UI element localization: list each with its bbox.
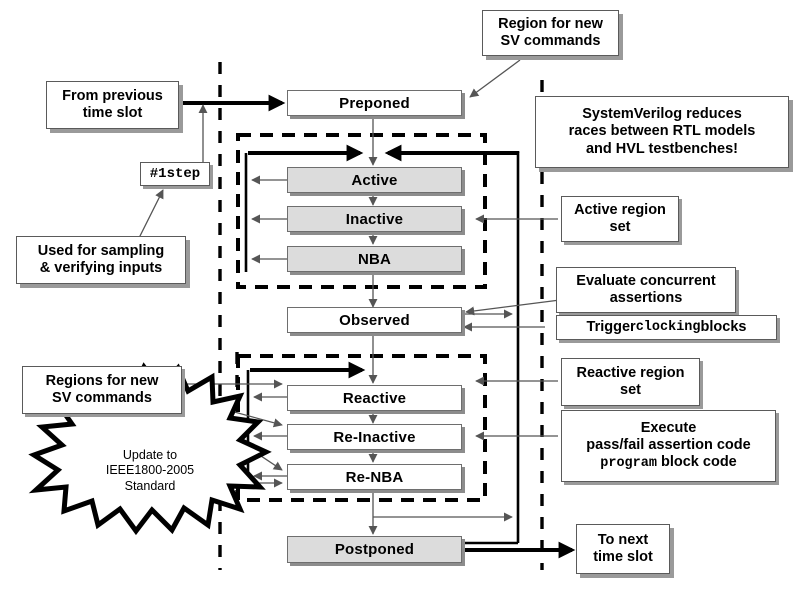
terminal-previous-line2: time slot — [82, 105, 143, 121]
active-region-feedback-loop — [244, 144, 520, 272]
note-execute-line1: Execute — [640, 419, 697, 436]
note-sv-reduces-line2: races between RTL models — [568, 123, 756, 140]
region-label-nba: NBA — [357, 250, 392, 268]
note-regions-new-sv-line1: Regions for new — [45, 372, 159, 389]
region-box-postponed[interactable]: Postponed — [287, 536, 462, 563]
note-trigger-prefix: Trigger — [586, 318, 636, 335]
note-trigger-clocking-blocks[interactable]: Trigger clocking blocks — [556, 315, 777, 340]
reactive-return-arrows — [253, 392, 290, 481]
region-box-observed[interactable]: Observed — [287, 307, 462, 333]
note-used-for-sampling[interactable]: Used for sampling & verifying inputs — [16, 236, 186, 284]
note-execute-keyword: program — [600, 456, 657, 472]
region-box-active[interactable]: Active — [287, 167, 462, 193]
note-sampling-line2: & verifying inputs — [39, 260, 163, 276]
note-region-new-sv-line2: SV commands — [500, 33, 601, 49]
note-active-set-line2: set — [609, 219, 631, 235]
region-label-observed: Observed — [339, 311, 410, 329]
observed-connectors — [462, 299, 561, 332]
terminal-previous-line1: From previous — [62, 87, 163, 104]
region-box-nba[interactable]: NBA — [287, 246, 462, 272]
region-box-inactive[interactable]: Inactive — [287, 206, 462, 232]
note-evaluate-line1: Evaluate concurrent — [576, 272, 716, 289]
note-regions-for-new-sv-commands[interactable]: Regions for new SV commands — [22, 366, 182, 414]
note-trigger-keyword: clocking — [635, 319, 701, 335]
note-execute-line3: block code — [656, 454, 737, 471]
note-reactive-set-line2: set — [620, 382, 641, 398]
starburst-line3: Standard — [124, 478, 176, 493]
region-label-inactive: Inactive — [345, 210, 404, 228]
terminal-to-next-time-slot[interactable]: To next time slot — [576, 524, 670, 574]
region-box-reinactive[interactable]: Re-Inactive — [287, 424, 462, 450]
region-label-renba: Re-NBA — [345, 468, 404, 486]
terminal-from-previous-time-slot[interactable]: From previous time slot — [46, 81, 179, 129]
terminal-next-line2: time slot — [593, 549, 653, 565]
note-region-for-new-sv-commands[interactable]: Region for new SV commands — [482, 10, 619, 56]
note-evaluate-concurrent-assertions[interactable]: Evaluate concurrent assertions — [556, 267, 736, 313]
terminal-next-line1: To next — [597, 531, 649, 548]
note-trigger-suffix: blocks — [700, 318, 747, 335]
region-box-reactive[interactable]: Reactive — [287, 385, 462, 411]
note-active-region-set[interactable]: Active region set — [561, 196, 679, 242]
note-execute-pass-fail[interactable]: Execute pass/fail assertion code program… — [561, 410, 776, 482]
note-execute-line3-row: program block code — [600, 454, 737, 472]
note-active-set-line1: Active region — [574, 201, 666, 218]
region-label-postponed: Postponed — [334, 541, 415, 558]
region-box-preponed[interactable]: Preponed — [287, 90, 462, 116]
active-region-set-outline — [236, 133, 487, 289]
leader-region-new-sv — [469, 59, 521, 98]
region-label-active: Active — [351, 171, 398, 189]
note-sv-reduces-line3: and HVL testbenches! — [585, 140, 739, 157]
note-sv-reduces-line1: SystemVerilog reduces — [582, 106, 742, 123]
starburst-callout[interactable]: Update to IEEE1800-2005 Standard — [80, 448, 220, 494]
leader-sampling-to-step — [137, 189, 164, 241]
note-evaluate-line2: assertions — [609, 290, 683, 306]
region-label-reinactive: Re-Inactive — [333, 428, 416, 446]
starburst-line2: IEEE1800-2005 — [105, 463, 195, 478]
note-sampling-line1: Used for sampling — [37, 242, 165, 259]
note-execute-line2: pass/fail assertion code — [586, 437, 751, 454]
region-label-preponed: Preponed — [339, 94, 410, 112]
active-return-arrows — [251, 175, 288, 264]
region-box-renba[interactable]: Re-NBA — [287, 464, 462, 490]
region-label-reactive: Reactive — [342, 389, 407, 407]
note-reactive-region-set[interactable]: Reactive region set — [561, 358, 700, 406]
note-region-new-sv-line1: Region for new — [498, 15, 603, 32]
starburst-line1: Update to — [122, 448, 178, 462]
note-regions-new-sv-line2: SV commands — [52, 390, 152, 406]
step-delay-label[interactable]: #1step — [140, 162, 210, 186]
note-reactive-set-line1: Reactive region — [576, 364, 685, 381]
note-systemverilog-reduces-races[interactable]: SystemVerilog reduces races between RTL … — [535, 96, 789, 168]
